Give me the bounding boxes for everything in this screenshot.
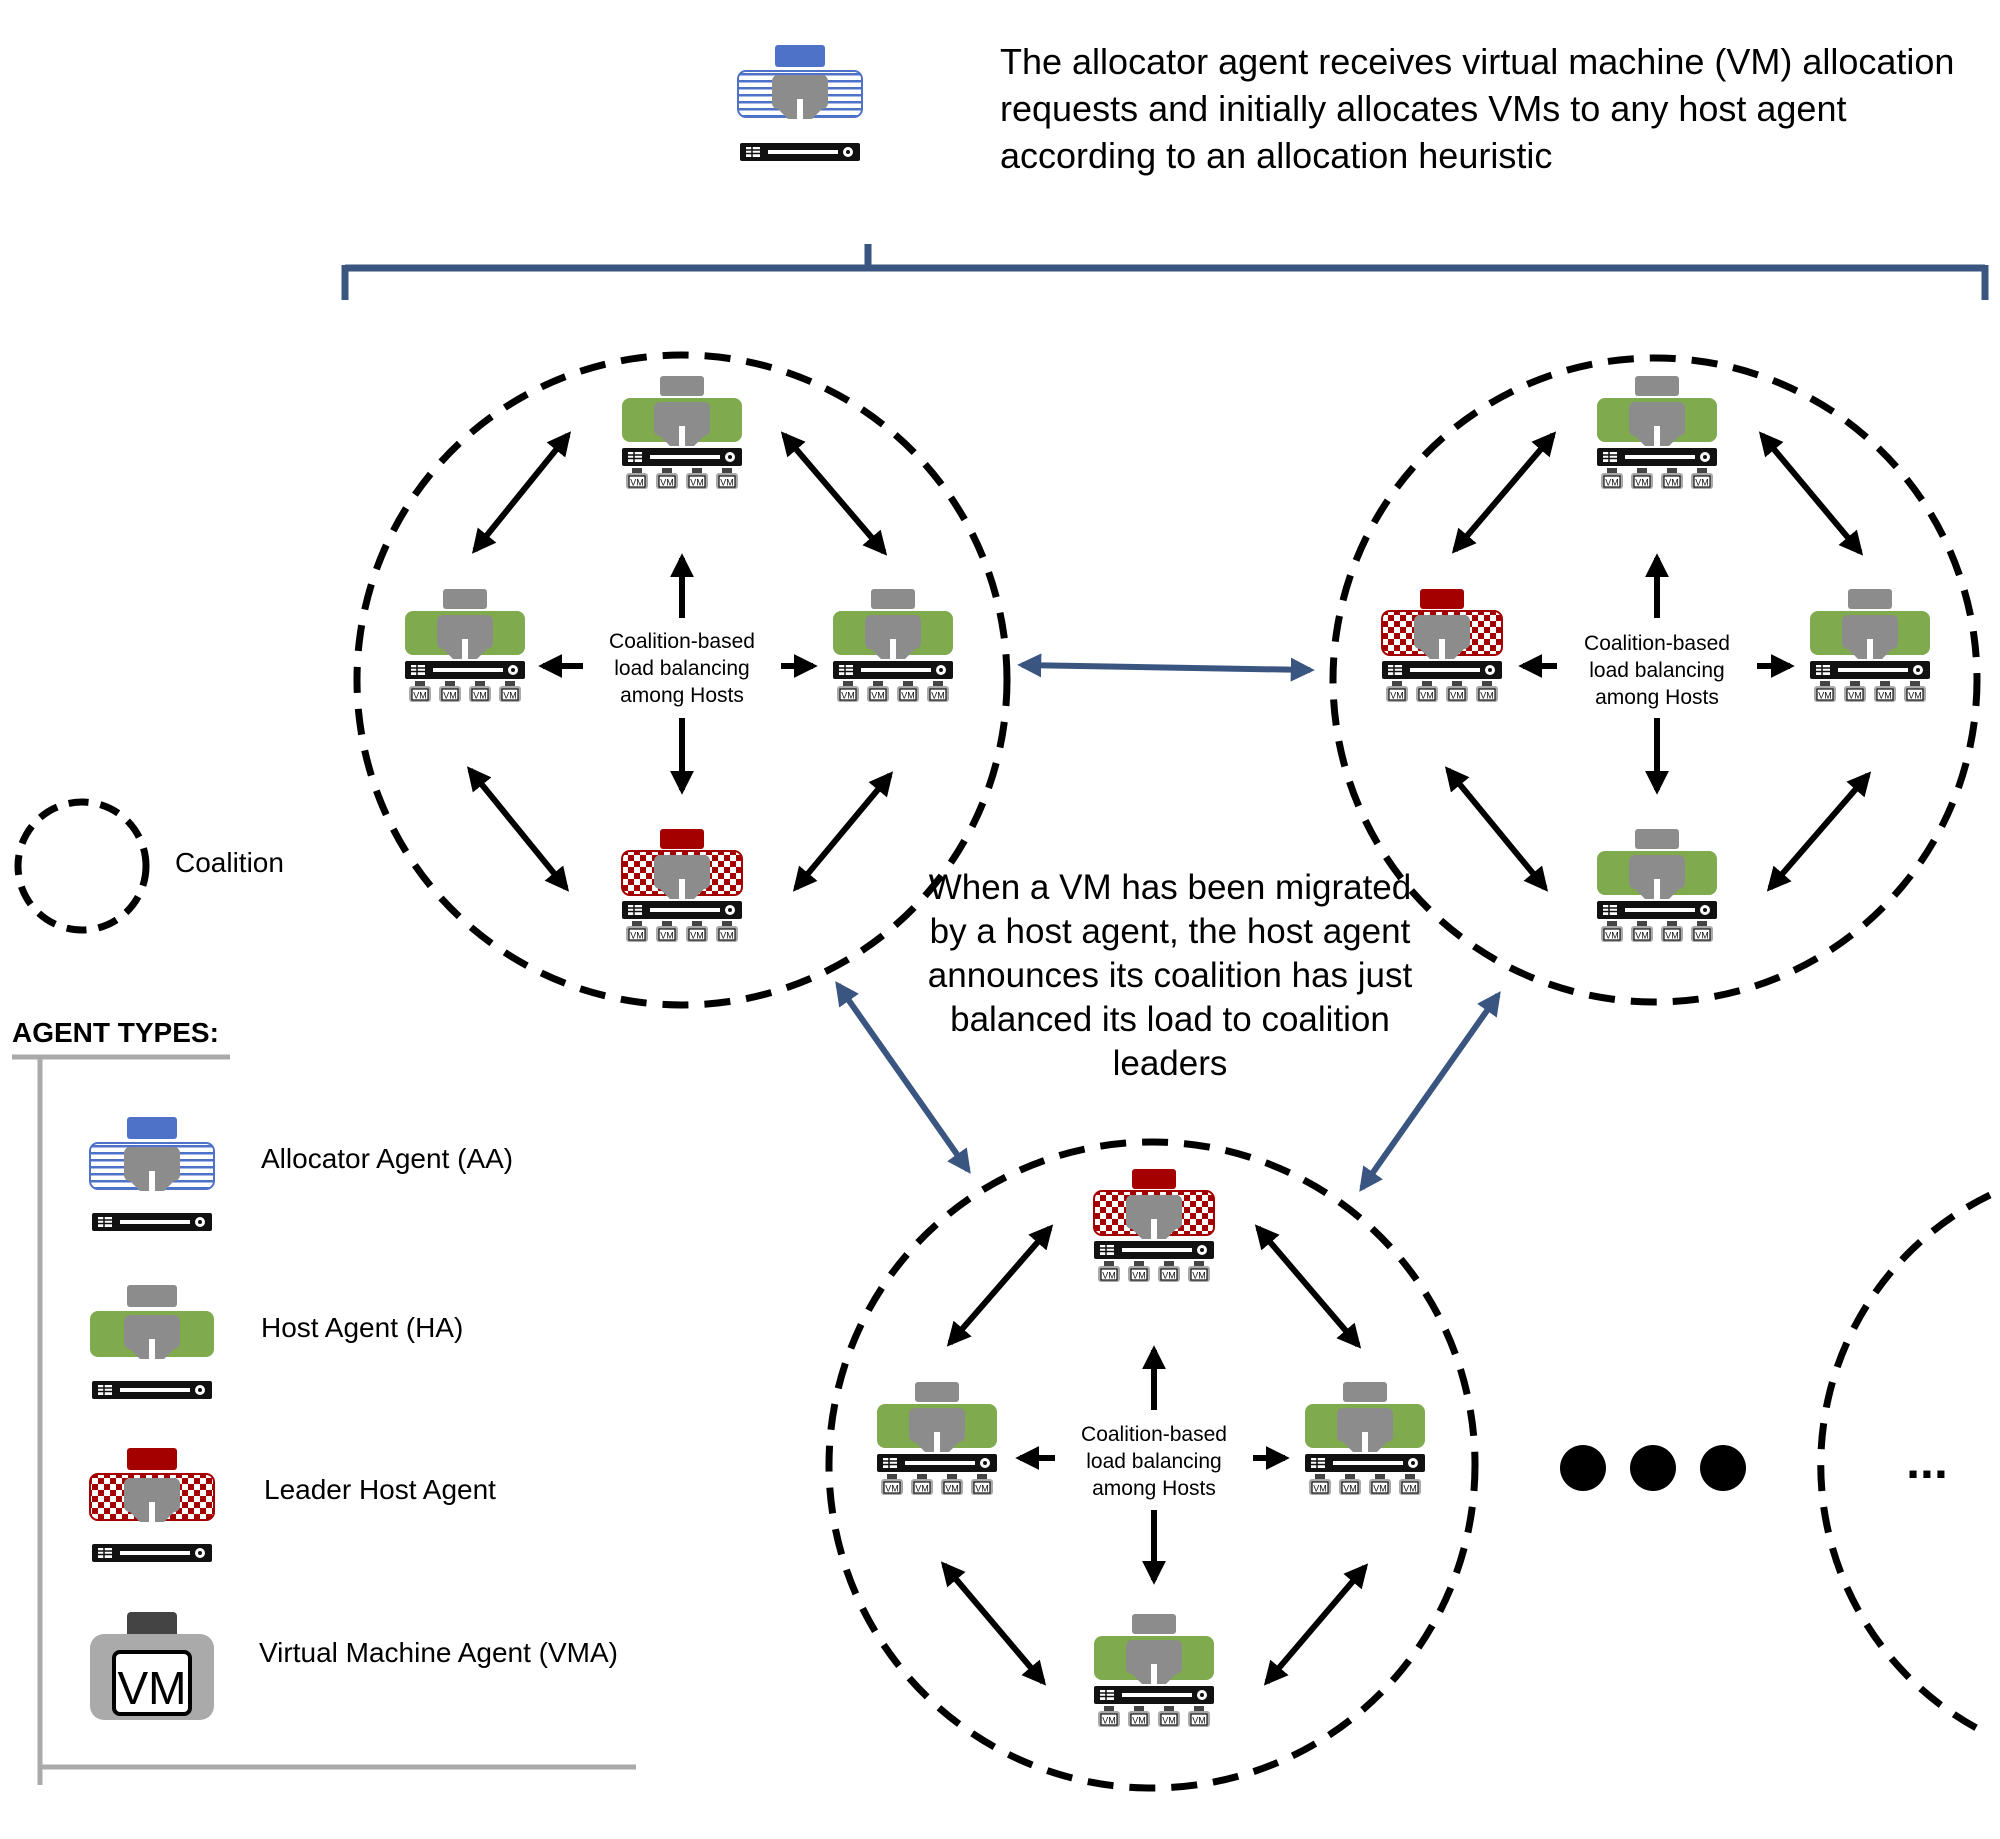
leader-host-agent — [1094, 1169, 1214, 1282]
leader-host-agent — [1382, 589, 1502, 702]
coalition-4-partial-boundary — [1817, 1191, 1992, 1739]
leader-host-agent — [622, 829, 742, 942]
coalition-3: Coalition-based load balancing among Hos… — [877, 1169, 1425, 1727]
coalition-1-center-line-2: load balancing — [614, 657, 749, 680]
legend-vma-label: Virtual Machine Agent (VMA) — [259, 1637, 618, 1668]
coalition-1: Coalition-based load balancing among Hos… — [405, 376, 953, 942]
coalition-2-center-line-1: Coalition-based — [1584, 632, 1730, 655]
partial-coalition-ellipsis: ... — [1906, 1433, 1948, 1489]
legend-frame — [12, 1054, 636, 1785]
more-coalitions-dots — [1560, 1445, 1746, 1491]
legend-allocator-icon — [89, 1117, 215, 1232]
coalition-legend-label: Coalition — [175, 847, 284, 878]
coalition-3-boundary — [825, 1138, 1479, 1792]
legend-allocator-label: Allocator Agent (AA) — [261, 1143, 514, 1174]
host-agent — [405, 589, 525, 702]
legend-leader-icon — [89, 1448, 215, 1563]
host-agent — [1810, 589, 1930, 702]
allocation-bracket — [341, 244, 1989, 300]
leader-connectors — [835, 653, 1501, 1192]
migration-note: When a VM has been migrated by a host ag… — [927, 868, 1413, 1083]
host-agent — [1094, 1614, 1214, 1727]
agent-types-heading: AGENT TYPES: — [12, 1017, 219, 1048]
host-agent — [622, 376, 742, 489]
coalition-2-center-line-2: load balancing — [1589, 659, 1724, 682]
host-agent — [1597, 376, 1717, 489]
legend-host-icon — [90, 1285, 214, 1400]
host-agent — [1597, 829, 1717, 942]
host-agent — [1305, 1382, 1425, 1495]
coalition-3-center-line-3: among Hosts — [1092, 1477, 1216, 1500]
allocator-agent-top — [737, 45, 863, 162]
legend-leader-label: Leader Host Agent — [264, 1474, 496, 1505]
legend-vma-icon: VM — [90, 1612, 214, 1720]
coalition-2-center-line-3: among Hosts — [1595, 686, 1719, 709]
host-agent — [833, 589, 953, 702]
allocator-description: The allocator agent receives virtual mac… — [1000, 41, 1955, 176]
coalition-1-center-line-3: among Hosts — [620, 684, 744, 707]
host-agent — [877, 1382, 997, 1495]
coalition-2: Coalition-based load balancing among Hos… — [1382, 376, 1930, 942]
legend-vma-icon-label: VM — [118, 1662, 187, 1714]
coalition-legend-icon — [14, 798, 150, 934]
coalition-2-boundary — [1329, 354, 1981, 1006]
legend-host-label: Host Agent (HA) — [261, 1312, 464, 1343]
coalition-1-boundary — [353, 351, 1011, 1009]
coalition-3-center-line-1: Coalition-based — [1081, 1423, 1227, 1446]
coalition-3-center-line-2: load balancing — [1086, 1450, 1221, 1473]
coalition-1-center-line-1: Coalition-based — [609, 630, 755, 653]
